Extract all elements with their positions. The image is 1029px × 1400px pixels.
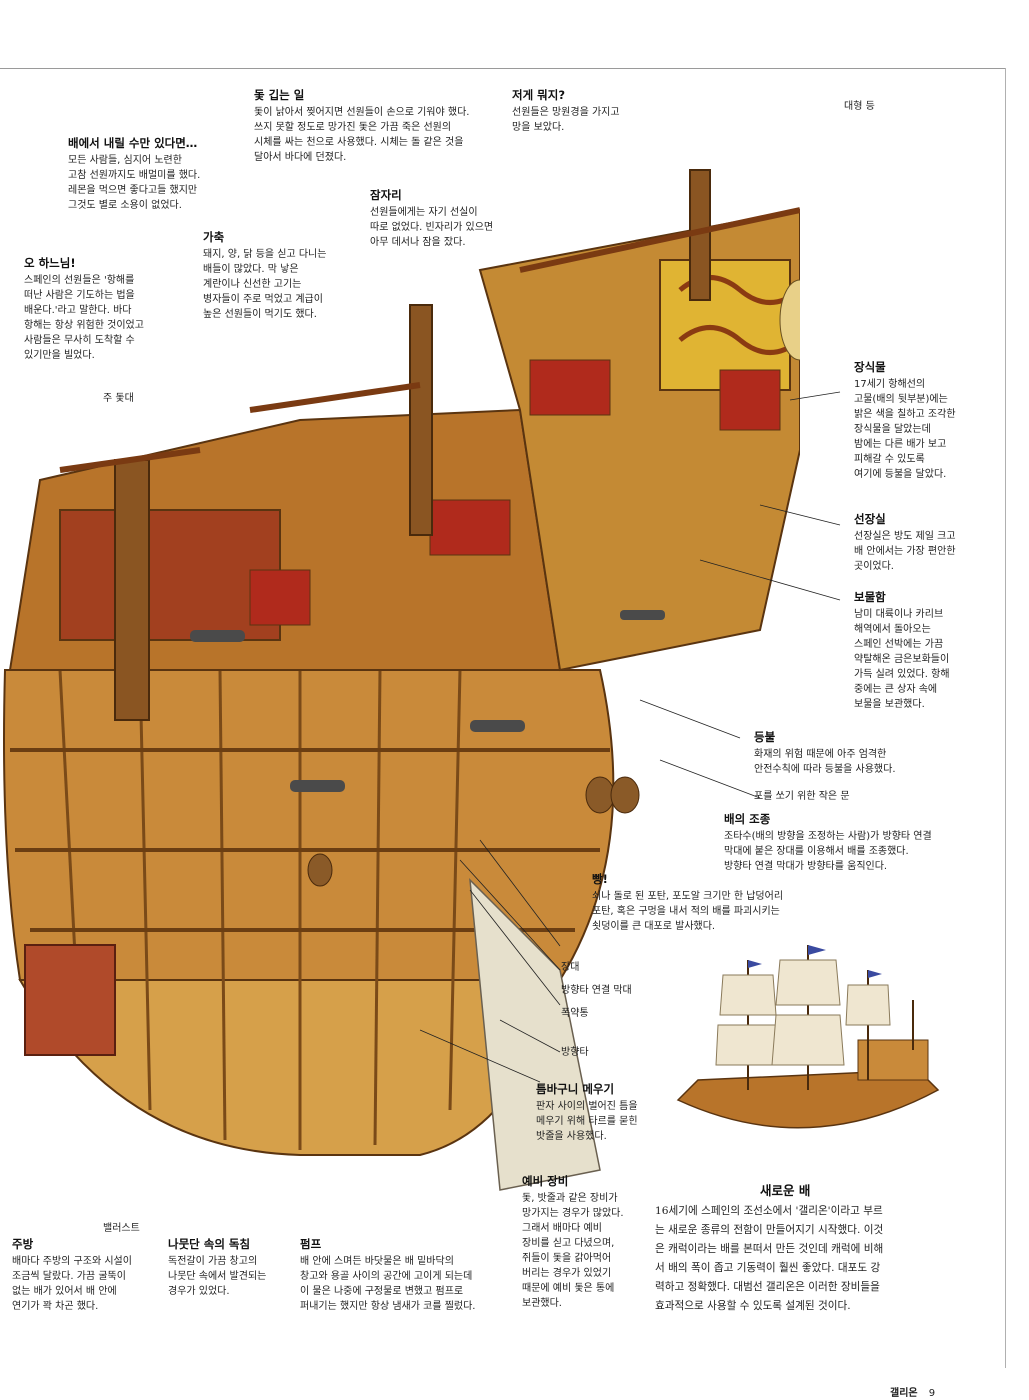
note-sleeping: 잠자리 선원들에게는 자기 선실이 따로 없었다. 빈자리가 있으면 아무 데서… bbox=[370, 188, 530, 250]
note-text: 조타수(배의 방향을 조정하는 사람)가 방향타 연결 막대에 붙은 장대를 이… bbox=[724, 831, 932, 872]
note-treasure: 보물함 남미 대륙이나 카리브 해역에서 돌아오는 스페인 선박에는 가끔 약탈… bbox=[854, 590, 994, 712]
note-title: 가축 bbox=[203, 230, 225, 244]
note-title: 나뭇단 속의 독침 bbox=[168, 1237, 251, 1251]
note-pump: 펌프 배 안에 스며든 바닷물은 배 밑바닥의 창고와 용골 사이의 공간에 고… bbox=[300, 1237, 510, 1314]
note-sail-mending: 돛 깁는 일 돛이 낡아서 찢어지면 선원들이 손으로 기워야 했다. 쓰지 못… bbox=[254, 88, 509, 165]
note-title: 오 하느님! bbox=[24, 256, 76, 270]
galleon-cutaway-illustration bbox=[3, 169, 800, 1191]
label-gun-port: 포를 쏘기 위한 작은 문 bbox=[754, 791, 850, 802]
note-title: 돛 깁는 일 bbox=[254, 88, 305, 102]
note-steering: 배의 조종 조타수(배의 방향을 조정하는 사람)가 방향타 연결 막대에 붙은… bbox=[724, 812, 974, 874]
note-title: 빵! bbox=[592, 872, 608, 886]
note-text: 배 안에 스며든 바닷물은 배 밑바닥의 창고와 용골 사이의 공간에 고이게 … bbox=[300, 1256, 476, 1312]
note-captain-cabin: 선장실 선장실은 방도 제일 크고 배 안에서는 가장 편안한 곳이었다. bbox=[854, 512, 994, 574]
right-rule bbox=[1005, 68, 1006, 1368]
note-text: 돼지, 양, 닭 등을 싣고 다니는 배들이 많았다. 막 낳은 계란이나 신선… bbox=[203, 249, 327, 320]
new-ship-text: 16세기에 스페인의 조선소에서 '갤리온'이라고 부르 는 새로운 종류의 전… bbox=[655, 1205, 884, 1312]
note-caulking: 틈바구니 메우기 판자 사이의 벌어진 틈을 메우기 위해 타르를 묻힌 밧줄을… bbox=[536, 1082, 666, 1144]
label-big-lantern: 대형 등 bbox=[844, 101, 875, 112]
label-powder-keg: 폭약통 bbox=[561, 1008, 589, 1019]
note-text: 스페인의 선원들은 '항해를 떠난 사람은 기도하는 법을 배운다.'라고 말한… bbox=[24, 275, 144, 361]
note-scorpion: 나뭇단 속의 독침 독전갈이 가끔 창고의 나뭇단 속에서 발견되는 경우가 있… bbox=[168, 1237, 298, 1299]
note-text: 돛, 밧줄과 같은 장비가 망가지는 경우가 많았다. 그래서 배마다 예비 장… bbox=[522, 1193, 624, 1309]
page-footer: 갤리온 9 bbox=[890, 1384, 935, 1399]
note-title: 주방 bbox=[12, 1237, 34, 1251]
footer-section: 갤리온 bbox=[890, 1388, 918, 1399]
note-text: 선장실은 방도 제일 크고 배 안에서는 가장 편안한 곳이었다. bbox=[854, 531, 956, 572]
note-text: 판자 사이의 벌어진 틈을 메우기 위해 타르를 묻힌 밧줄을 사용했다. bbox=[536, 1101, 638, 1142]
page-number: 9 bbox=[928, 1388, 936, 1399]
new-ship-title: 새로운 배 bbox=[760, 1183, 811, 1198]
note-title: 장식물 bbox=[854, 360, 886, 374]
note-cannon: 빵! 쇠나 돌로 된 포탄, 포도알 크기만 한 납덩어리 포탄, 혹은 구멍을… bbox=[592, 872, 832, 934]
top-rule bbox=[0, 68, 1006, 69]
label-ballast: 밸러스트 bbox=[103, 1223, 140, 1234]
note-text: 선원들은 망원경을 가지고 망을 보았다. bbox=[512, 107, 620, 133]
note-title: 선장실 bbox=[854, 512, 886, 526]
note-text: 모든 사람들, 심지어 노련한 고참 선원까지도 배멀미를 했다. 레몬을 먹으… bbox=[68, 155, 201, 211]
note-title: 틈바구니 메우기 bbox=[536, 1082, 615, 1096]
note-livestock: 가축 돼지, 양, 닭 등을 싣고 다니는 배들이 많았다. 막 낳은 계란이나… bbox=[203, 230, 373, 322]
note-text: 17세기 항해선의 고물(배의 뒷부분)에는 밝은 색을 칠하고 조각한 장식물… bbox=[854, 379, 956, 480]
note-spare-gear: 예비 장비 돛, 밧줄과 같은 장비가 망가지는 경우가 많았다. 그래서 배마… bbox=[522, 1174, 647, 1311]
note-title: 펌프 bbox=[300, 1237, 322, 1251]
note-title: 배의 조종 bbox=[724, 812, 771, 826]
galleon-side-illustration bbox=[676, 945, 940, 1129]
note-title: 저게 뭐지? bbox=[512, 88, 565, 102]
note-title: 등불 bbox=[754, 730, 776, 744]
note-text: 남미 대륙이나 카리브 해역에서 돌아오는 스페인 선박에는 가끔 약탈해온 금… bbox=[854, 609, 950, 710]
note-decoration: 장식물 17세기 항해선의 고물(배의 뒷부분)에는 밝은 색을 칠하고 조각한… bbox=[854, 360, 994, 482]
note-title: 배에서 내릴 수만 있다면… bbox=[68, 136, 198, 150]
label-whipstaff: 장대 bbox=[561, 962, 580, 973]
note-prayer: 오 하느님! 스페인의 선원들은 '항해를 떠난 사람은 기도하는 법을 배운다… bbox=[24, 256, 194, 363]
note-text: 선원들에게는 자기 선실이 따로 없었다. 빈자리가 있으면 아무 데서나 잠을… bbox=[370, 207, 494, 248]
note-text: 쇠나 돌로 된 포탄, 포도알 크기만 한 납덩어리 포탄, 혹은 구멍을 내서… bbox=[592, 891, 784, 932]
note-telescope: 저게 뭐지? 선원들은 망원경을 가지고 망을 보았다. bbox=[512, 88, 652, 135]
note-lantern: 등불 화재의 위험 때문에 아주 엄격한 안전수칙에 따라 등불을 사용했다. bbox=[754, 730, 934, 777]
note-seasick: 배에서 내릴 수만 있다면… 모든 사람들, 심지어 노련한 고참 선원까지도 … bbox=[68, 136, 258, 213]
note-text: 독전갈이 가끔 창고의 나뭇단 속에서 발견되는 경우가 있었다. bbox=[168, 1256, 267, 1297]
label-main-mast: 주 돛대 bbox=[103, 393, 134, 404]
note-text: 돛이 낡아서 찢어지면 선원들이 손으로 기워야 했다. 쓰지 못할 정도로 망… bbox=[254, 107, 470, 163]
label-tiller: 방향타 연결 막대 bbox=[561, 985, 632, 996]
note-text: 화재의 위험 때문에 아주 엄격한 안전수칙에 따라 등불을 사용했다. bbox=[754, 749, 896, 775]
note-title: 잠자리 bbox=[370, 188, 402, 202]
note-title: 보물함 bbox=[854, 590, 886, 604]
note-title: 예비 장비 bbox=[522, 1174, 569, 1188]
note-galley: 주방 배마다 주방의 구조와 시설이 조금씩 달랐다. 가끔 굴뚝이 없는 배가… bbox=[12, 1237, 162, 1314]
label-rudder: 방향타 bbox=[561, 1047, 589, 1058]
note-text: 배마다 주방의 구조와 시설이 조금씩 달랐다. 가끔 굴뚝이 없는 배가 있어… bbox=[12, 1256, 132, 1312]
